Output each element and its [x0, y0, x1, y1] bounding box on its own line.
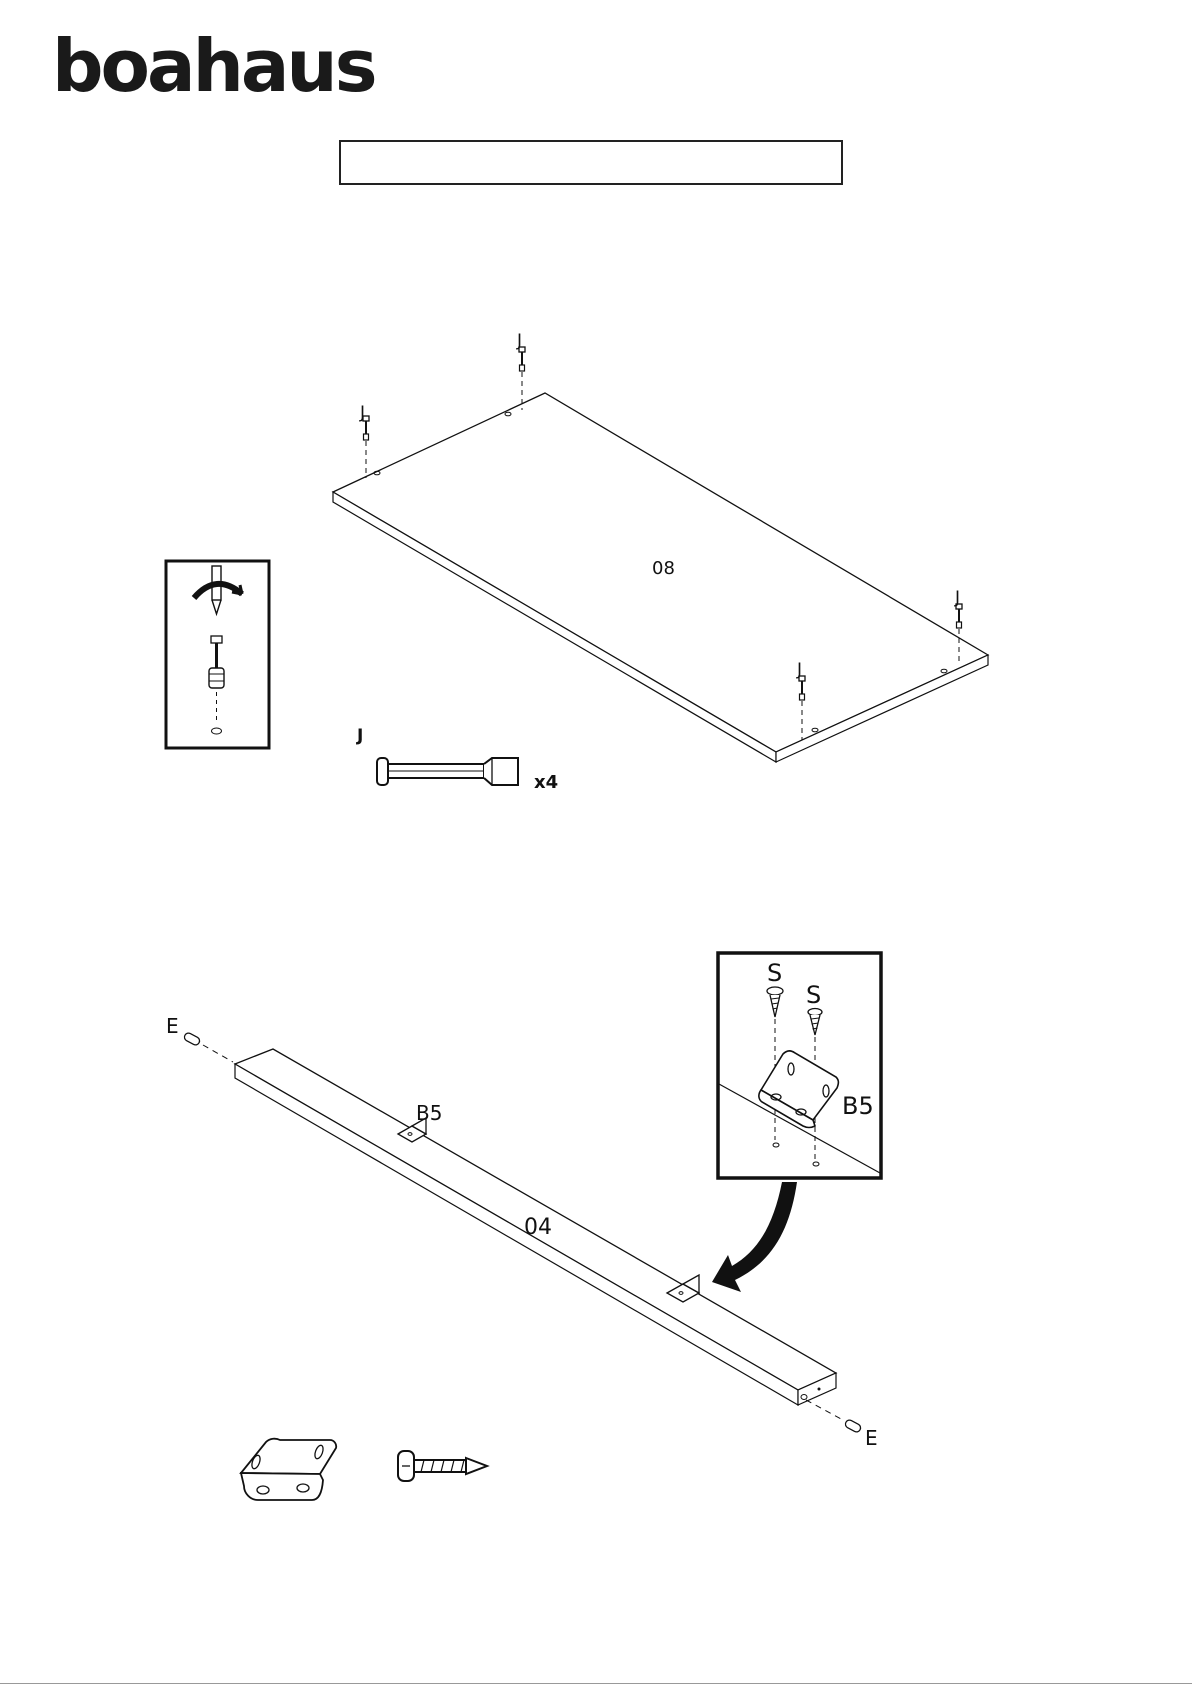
- bracket-detail-box: [718, 953, 881, 1178]
- hardware-bracket-b5: [241, 1439, 336, 1500]
- cam-screw-j-1: [363, 416, 369, 478]
- hardware-j-screw: [377, 758, 518, 785]
- detail-bracket-label-b5: B5: [842, 1092, 874, 1120]
- screwdriver-detail-box: [166, 561, 269, 748]
- detail-screw-label-s-1: S: [767, 959, 782, 987]
- screw-label-j-2: J: [516, 331, 522, 351]
- cam-screw-j-2: [519, 347, 525, 410]
- dowel-e-right: [806, 1400, 862, 1433]
- hardware-screw-s: [398, 1451, 487, 1481]
- dowel-label-e-left: E: [166, 1014, 179, 1038]
- dowel-e-left: [183, 1032, 233, 1062]
- page-bottom-rule: [0, 1683, 1192, 1684]
- screw-label-j-3: J: [954, 588, 960, 608]
- bracket-label-b5: B5: [416, 1101, 442, 1125]
- screw-label-j-4: J: [796, 660, 802, 680]
- rail-04-label: 04: [524, 1215, 552, 1240]
- hardware-j-label: J: [356, 726, 363, 746]
- detail-screw-label-s-2: S: [806, 981, 821, 1009]
- hardware-j-qty: x4: [534, 772, 558, 793]
- screw-label-j-1: J: [359, 403, 365, 423]
- detail-pointer-arrow: [712, 1182, 797, 1292]
- dowel-label-e-right: E: [865, 1426, 878, 1450]
- panel-08-label: 08: [652, 558, 675, 579]
